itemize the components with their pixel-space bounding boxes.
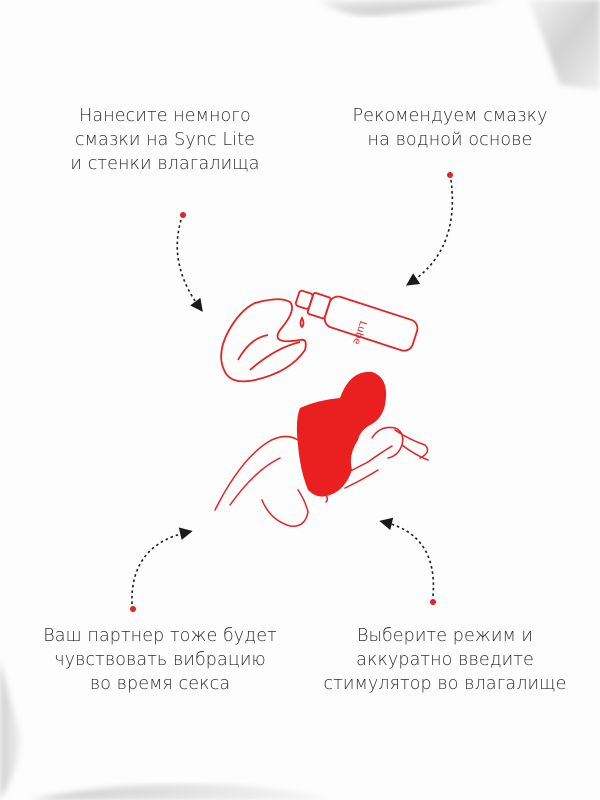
arrow-bottom-left-icon	[130, 527, 193, 612]
caption-line: чувствовать вибрацию	[54, 650, 266, 670]
caption-line: аккуратно введите	[356, 650, 534, 670]
caption-line: Ваш партнер тоже будет	[43, 626, 277, 646]
step-caption-top-right: Рекомендуем смазку на водной основе	[325, 104, 575, 152]
caption-line: и стенки влагалища	[70, 154, 260, 174]
step-caption-top-left: Нанесите немного смазки на Sync Lite и с…	[40, 104, 290, 176]
stimulator-icon	[220, 298, 307, 383]
step-caption-bottom-right: Выберите режим и аккуратно введите стиму…	[300, 624, 590, 696]
lube-bottle-icon: Lube	[294, 289, 419, 352]
caption-line: смазки на Sync Lite	[74, 130, 256, 150]
caption-line: во время секса	[89, 674, 231, 694]
caption-line: Нанесите немного	[79, 106, 251, 126]
arrow-top-right-icon	[405, 172, 454, 286]
step-caption-bottom-left: Ваш партнер тоже будет чувствовать вибра…	[20, 624, 300, 696]
arrow-top-left-icon	[176, 212, 203, 312]
caption-line: Выберите режим и	[356, 626, 534, 646]
caption-line: на водной основе	[367, 130, 533, 150]
caption-line: стимулятор во влагалище	[323, 674, 567, 694]
couple-figure-icon	[214, 371, 429, 527]
bottle-label: Lube	[350, 319, 368, 345]
caption-line: Рекомендуем смазку	[352, 106, 548, 126]
arrow-bottom-right-icon	[379, 517, 436, 605]
